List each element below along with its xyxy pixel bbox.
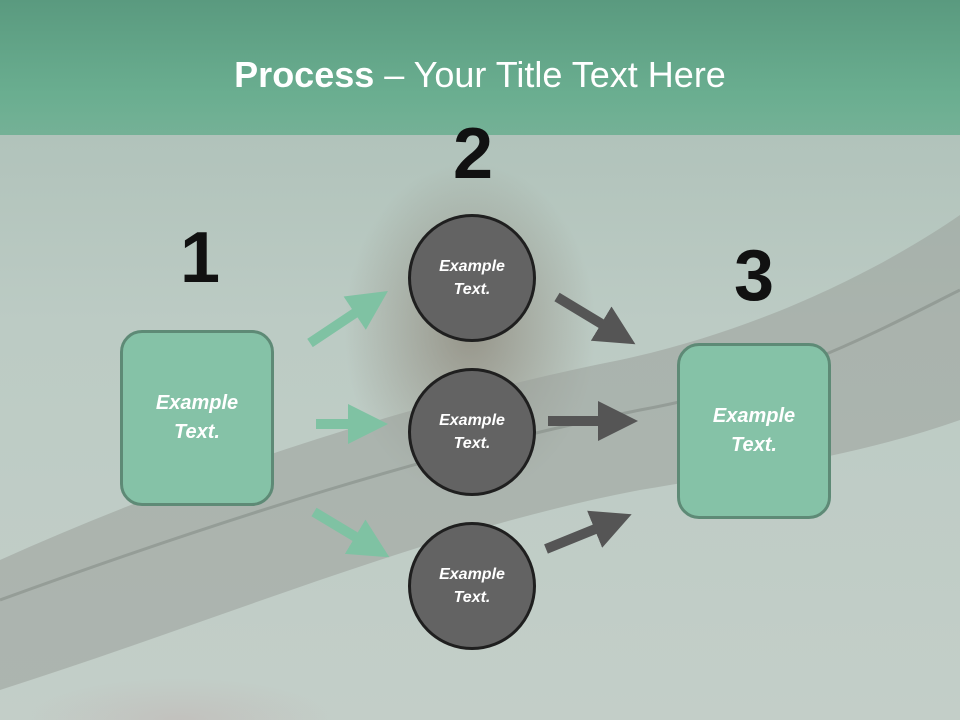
slide-title: Process – Your Title Text Here [0,52,960,98]
step-3-number: 3 [733,236,775,316]
circle-bottom-text: Example Text. [439,566,505,606]
step-1-text: Example Text. [155,392,239,443]
step-3-box[interactable]: Example Text. [677,343,831,519]
step-1-number: 1 [179,218,221,298]
step-1-box[interactable]: Example Text. [120,330,274,506]
circle-middle-text: Example Text. [439,412,505,452]
step-3-text: Example Text. [712,405,796,456]
step-2-number: 2 [452,114,494,194]
title-bold: Process [234,54,375,95]
gray-arrow-down-icon [554,292,636,345]
gray-arrow-up-icon [544,510,632,554]
green-arrow-up-icon [307,291,388,348]
circle-middle[interactable]: Example Text. [408,368,536,496]
title-bar [0,0,960,135]
green-arrow-down-icon [311,507,390,558]
title-rest: – Your Title Text Here [374,54,726,95]
circle-top-text: Example Text. [439,258,505,298]
circle-bottom[interactable]: Example Text. [408,522,536,650]
circle-top[interactable]: Example Text. [408,214,536,342]
